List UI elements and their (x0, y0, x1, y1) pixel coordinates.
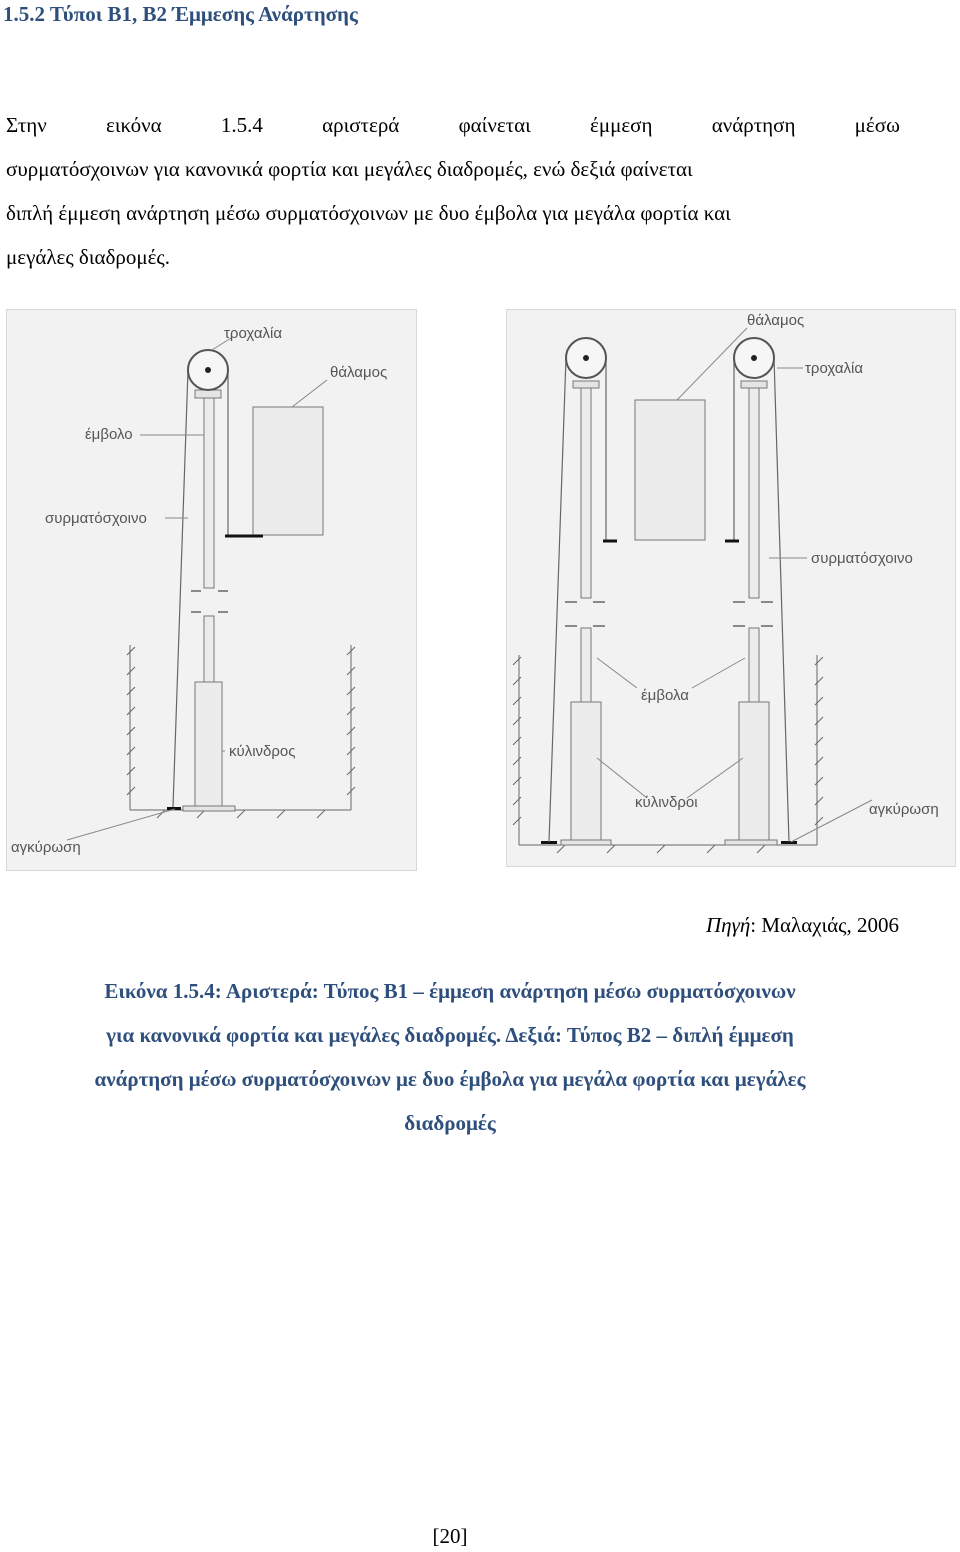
pulley-axle-left (583, 355, 589, 361)
paragraph-line-3: διπλή έμμεση ανάρτηση μέσω συρματόσχοινω… (6, 201, 731, 225)
source-prefix: Πηγή (705, 913, 751, 937)
break-marks (191, 590, 228, 613)
caption-line-4: διαδρομές (404, 1111, 496, 1135)
caption-line-3: ανάρτηση μέσω συρματόσχοινων με δυο έμβο… (94, 1067, 806, 1091)
caption-line-1: Εικόνα 1.5.4: Αριστερά: Τύπος Β1 – έμμεσ… (104, 979, 796, 1003)
anchor-mark (167, 807, 181, 810)
crosshead-right (740, 380, 768, 389)
label-rams: έμβολα (641, 687, 689, 704)
label-rope: συρματόσχοινο (811, 550, 913, 567)
crosshead-left (572, 380, 600, 389)
figure-b2-diagram: θάλαμος τροχαλία συρματόσχοινο έμβολα κύ… (506, 309, 956, 867)
pit-hatching (126, 645, 356, 819)
word: ανάρτηση (711, 113, 796, 137)
label-pulley: τροχαλία (805, 360, 863, 377)
car (252, 406, 324, 536)
ram-lower-right (748, 627, 760, 703)
paragraph-line-1: Στην εικόνα 1.5.4 αριστερά φαίνεται έμμε… (6, 113, 900, 138)
label-pulley: τροχαλία (224, 325, 282, 342)
pit-hatching (512, 655, 824, 854)
cylinder-left (570, 701, 602, 841)
cylinder-right (738, 701, 770, 841)
word: μέσω (854, 113, 900, 137)
figure-source: Πηγή: Μαλαχιάς, 2006 (706, 913, 899, 938)
ram-lower-left (580, 627, 592, 703)
leader-lines (66, 337, 328, 841)
word: αριστερά (322, 113, 400, 137)
label-ram: έμβολο (85, 426, 133, 443)
paragraph-line-2: συρματόσχοινων για κανονικά φορτία και μ… (6, 157, 693, 181)
word: εικόνα (106, 113, 162, 137)
word: φαίνεται (458, 113, 531, 137)
word: Στην (6, 113, 47, 137)
break-marks (565, 601, 773, 627)
crosshead (194, 389, 222, 399)
ropes (548, 357, 790, 843)
source-text: : Μαλαχιάς, 2006 (750, 913, 899, 937)
label-car: θάλαμος (747, 312, 804, 329)
ram-upper (203, 397, 215, 589)
cylinder (194, 681, 223, 807)
label-car: θάλαμος (330, 364, 387, 381)
base-plate-right (724, 839, 778, 846)
pulley-axle (205, 367, 211, 373)
label-cylinder: κύλινδρος (229, 743, 296, 760)
label-rope: συρματόσχοινο (45, 510, 147, 527)
pulley-axle-right (751, 355, 757, 361)
ram-upper-left (580, 387, 592, 599)
base-plate (182, 805, 236, 812)
base-plate-left (560, 839, 612, 846)
caption-line-2: για κανονικά φορτία και μεγάλες διαδρομέ… (106, 1023, 794, 1047)
figure-b1-svg: τροχαλία θάλαμος έμβολο συρματόσχοινο κύ… (11, 325, 387, 856)
rope-left (172, 369, 189, 808)
anchor-mark-left (541, 841, 557, 844)
leader-lines (596, 327, 873, 843)
figure-b2-svg: θάλαμος τροχαλία συρματόσχοινο έμβολα κύ… (512, 312, 939, 854)
ram-upper-right (748, 387, 760, 599)
word: 1.5.4 (220, 113, 263, 137)
label-cylinders: κύλινδροι (635, 794, 698, 811)
anchor-mark-right (781, 841, 797, 844)
section-heading: 1.5.2 Τύποι Β1, Β2 Έμμεσης Ανάρτησης (3, 2, 358, 26)
word: έμμεση (590, 113, 653, 137)
paragraph-line-4: μεγάλες διαδρομές. (6, 245, 170, 269)
page-number: [20] (432, 1524, 468, 1548)
figure-b1-diagram: τροχαλία θάλαμος έμβολο συρματόσχοινο κύ… (6, 309, 417, 871)
car (634, 399, 706, 541)
label-anchor: αγκύρωση (869, 801, 939, 818)
ram-lower (203, 615, 215, 683)
label-anchor: αγκύρωση (11, 839, 81, 856)
